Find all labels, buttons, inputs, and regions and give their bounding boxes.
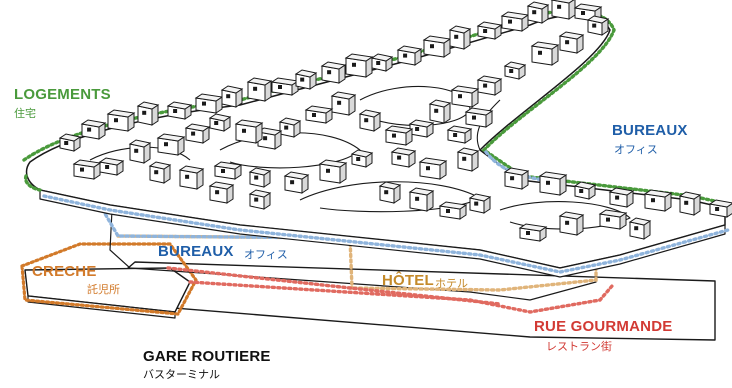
house <box>208 181 235 204</box>
house <box>448 25 472 50</box>
house <box>166 101 193 120</box>
house <box>278 117 302 138</box>
house <box>283 171 310 194</box>
label-hotel: HÔTEL <box>382 272 434 289</box>
house <box>586 15 610 36</box>
logements-dotted-front <box>23 174 42 192</box>
houses-group <box>58 0 732 242</box>
house <box>422 35 452 58</box>
house <box>178 165 205 190</box>
house <box>608 187 635 208</box>
house <box>246 77 273 102</box>
house <box>438 201 468 220</box>
hotel-divider <box>348 236 354 290</box>
label-gare-routiere-sub: バスターミナル <box>143 368 220 381</box>
house <box>573 181 597 200</box>
house <box>213 161 243 180</box>
house <box>320 61 347 84</box>
house <box>558 31 585 54</box>
house <box>208 113 232 132</box>
label-creche-sub: 託児所 <box>87 283 120 296</box>
house <box>184 123 211 144</box>
house <box>248 189 272 210</box>
house <box>628 217 652 240</box>
label-bureaux-mid-sub: オフィス <box>244 248 288 261</box>
house <box>318 159 348 184</box>
house <box>503 61 527 80</box>
label-rue-gourmande: RUE GOURMANDE <box>534 318 673 335</box>
house <box>396 45 423 66</box>
label-creche: CRECHE <box>32 263 97 280</box>
label-bureaux-mid: BUREAUX <box>158 243 234 260</box>
label-rue-gourmande-sub: レストラン街 <box>546 340 612 353</box>
house <box>106 109 136 132</box>
house <box>518 223 548 242</box>
house <box>80 119 107 140</box>
house <box>408 119 435 138</box>
house <box>550 0 576 20</box>
label-gare-routiere: GARE ROUTIERE <box>143 348 271 365</box>
house <box>530 41 560 66</box>
house <box>446 125 473 144</box>
house <box>464 107 494 128</box>
house <box>408 187 435 212</box>
house <box>156 133 186 156</box>
creche-block <box>20 242 198 319</box>
house <box>294 69 318 90</box>
rue-dotted-outline <box>188 280 614 314</box>
house <box>558 211 585 236</box>
house <box>573 3 603 22</box>
house <box>358 109 382 132</box>
label-bureaux-right-sub: オフィス <box>614 143 658 156</box>
bureaux-dotted-outline <box>42 194 730 274</box>
house <box>72 159 102 180</box>
house <box>58 133 82 152</box>
house <box>98 157 125 176</box>
house <box>476 75 503 96</box>
house <box>136 101 160 126</box>
house <box>248 167 272 188</box>
label-logements: LOGEMENTS <box>14 86 111 103</box>
label-logements-sub: 住宅 <box>14 107 36 120</box>
house <box>378 181 402 204</box>
house <box>128 139 152 164</box>
house <box>708 199 732 218</box>
house <box>538 171 568 196</box>
label-hotel-sub: ホテル <box>435 277 468 290</box>
house <box>370 53 394 72</box>
house <box>418 157 448 180</box>
house <box>330 91 357 116</box>
house <box>270 77 300 96</box>
house <box>234 119 264 144</box>
house <box>390 147 417 168</box>
house <box>503 167 530 190</box>
house <box>500 11 530 32</box>
house <box>598 209 628 230</box>
house <box>304 105 334 124</box>
house <box>384 125 414 146</box>
house <box>526 1 550 24</box>
house <box>194 93 224 114</box>
house <box>450 85 480 108</box>
house <box>476 21 503 40</box>
house <box>344 53 374 78</box>
creche-dotted-outline <box>20 242 198 316</box>
house <box>468 193 492 214</box>
house <box>456 147 480 172</box>
house <box>678 191 702 216</box>
house <box>350 149 374 168</box>
house <box>428 99 452 124</box>
house <box>643 189 673 212</box>
house <box>220 85 244 108</box>
label-bureaux-right: BUREAUX <box>612 122 688 139</box>
house <box>148 161 172 184</box>
